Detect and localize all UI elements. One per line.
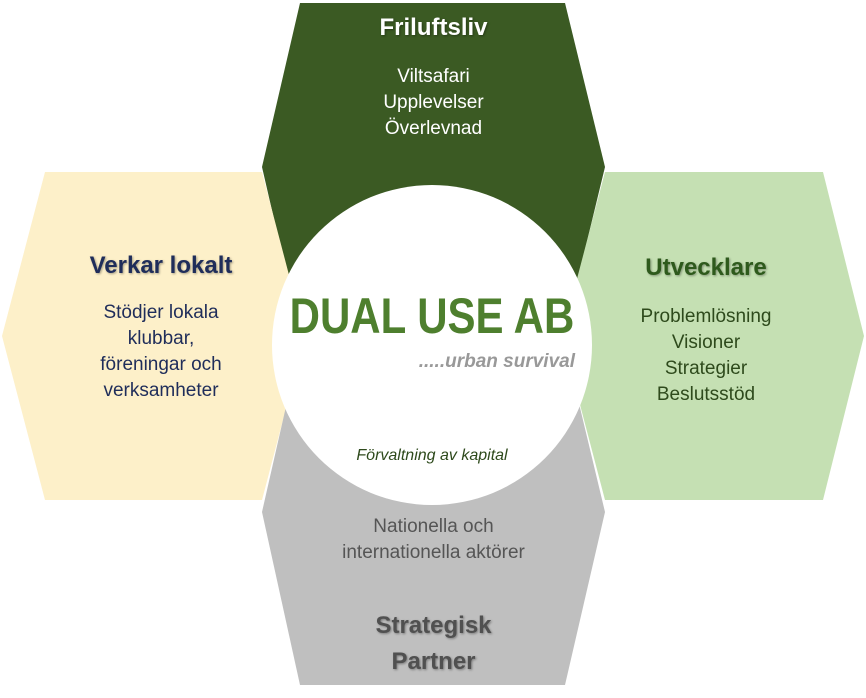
top-line: Viltsafari	[397, 66, 470, 87]
right-line: Beslutsstöd	[656, 384, 756, 405]
bottom-title: Partner	[391, 648, 476, 675]
left-line: föreningar och	[100, 354, 222, 375]
top-line: Överlevnad	[384, 118, 483, 139]
left-line: klubbar,	[127, 328, 195, 349]
center-caption: Förvaltning av kapital	[356, 447, 508, 464]
right-line: Problemlösning	[640, 306, 772, 327]
right-title: Utvecklare	[645, 254, 767, 281]
left-hexagon-text: Verkar lokalt Stödjer lokala klubbar, fö…	[45, 252, 277, 404]
right-line: Visioner	[671, 332, 741, 353]
bottom-title: Strategisk	[375, 612, 492, 639]
hexagon-utvecklare	[562, 172, 864, 500]
right-hexagon-text: Utvecklare Problemlösning Visioner Strat…	[590, 254, 822, 408]
top-title: Friluftsliv	[379, 14, 488, 41]
left-title: Verkar lokalt	[89, 252, 233, 279]
left-line: verksamheter	[103, 380, 219, 401]
center-logo: DUAL USE AB	[212, 288, 652, 344]
bottom-line: internationella aktörer	[342, 542, 525, 563]
logo-tagline: .....urban survival	[418, 351, 575, 372]
hexagon-verkar-lokalt	[2, 172, 305, 500]
right-line: Strategier	[664, 358, 748, 379]
bottom-line: Nationella och	[373, 516, 494, 537]
top-hexagon-text: Friluftsliv Viltsafari Upplevelser Överl…	[262, 14, 605, 142]
left-line: Stödjer lokala	[103, 302, 219, 323]
top-line: Upplevelser	[383, 92, 484, 113]
center-circle	[272, 185, 592, 505]
logo-text: DUAL USE AB	[289, 288, 575, 344]
bottom-hexagon-text: Nationella och internationella aktörer S…	[262, 514, 605, 680]
